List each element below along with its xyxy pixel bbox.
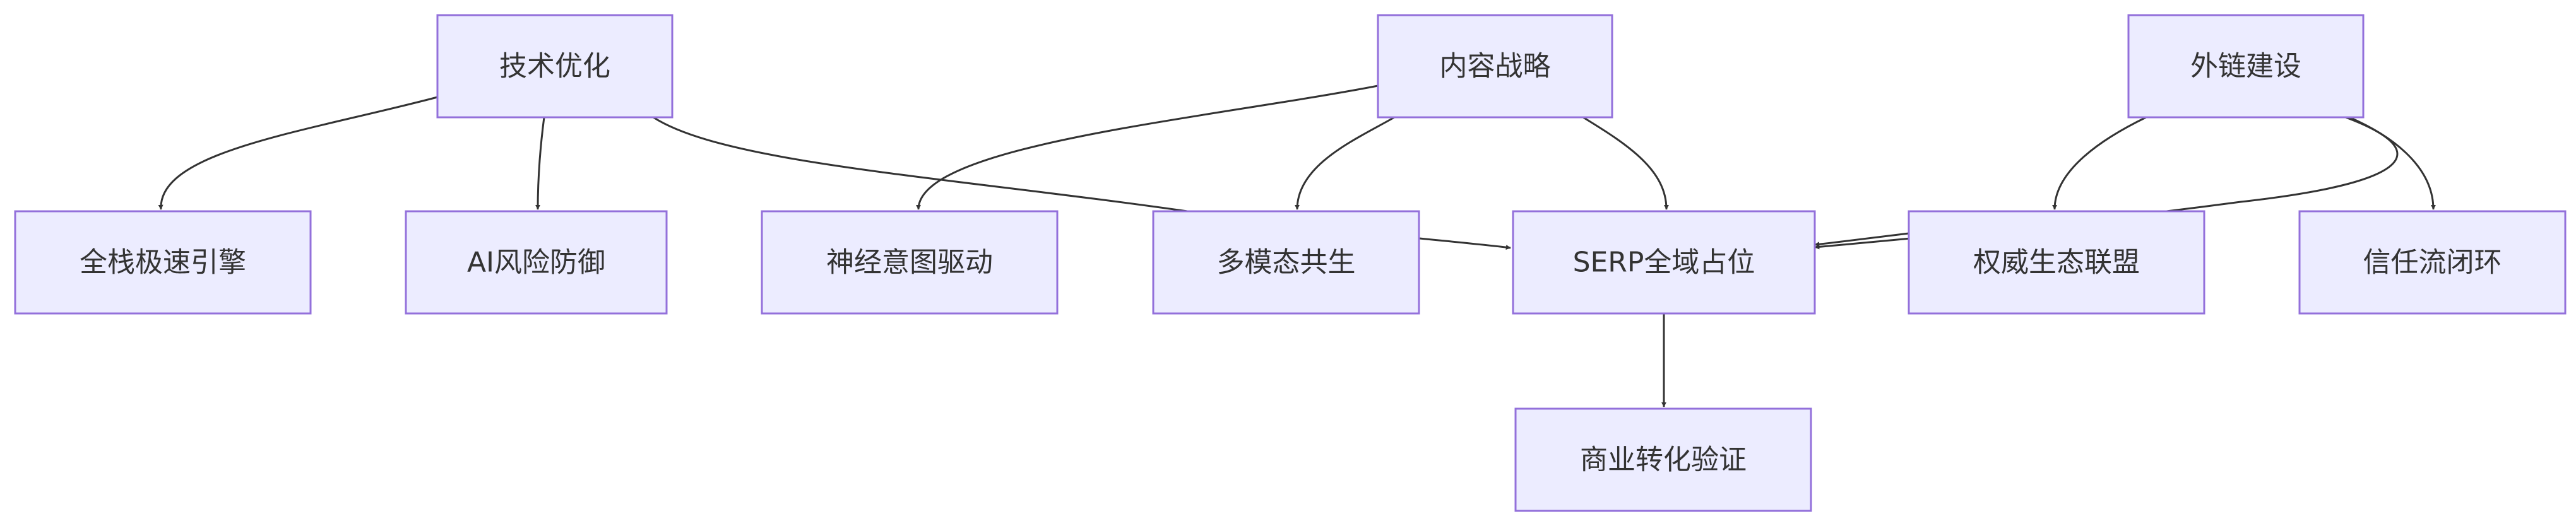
node-ai-risk-defense-label: AI风险防御 bbox=[467, 247, 605, 279]
edge-content-to-serp bbox=[1582, 116, 1669, 210]
node-serp-coverage: SERP全域占位 bbox=[1512, 210, 1816, 315]
node-fullstack-engine: 全栈极速引擎 bbox=[14, 210, 312, 315]
node-tech-optimization-label: 技术优化 bbox=[499, 50, 610, 83]
node-trust-loop: 信任流闭环 bbox=[2298, 210, 2567, 315]
node-content-strategy-label: 内容战略 bbox=[1440, 50, 1551, 83]
node-trust-loop-label: 信任流闭环 bbox=[2363, 247, 2502, 279]
node-fullstack-engine-label: 全栈极速引擎 bbox=[80, 247, 246, 279]
node-content-strategy: 内容战略 bbox=[1377, 14, 1613, 119]
node-multimodal-label: 多模态共生 bbox=[1217, 247, 1356, 279]
edge-multimodal-to-serp bbox=[1419, 237, 1511, 250]
node-conversion-validation: 商业转化验证 bbox=[1514, 407, 1812, 512]
node-link-building: 外链建设 bbox=[2127, 14, 2365, 119]
edge-tech-to-ai-risk bbox=[535, 117, 545, 210]
node-ai-risk-defense: AI风险防御 bbox=[405, 210, 668, 315]
node-authority-alliance-label: 权威生态联盟 bbox=[1973, 247, 2140, 279]
node-neural-intent-label: 神经意图驱动 bbox=[826, 247, 993, 279]
node-conversion-validation-label: 商业转化验证 bbox=[1580, 444, 1747, 476]
edge-links-to-trust bbox=[2349, 116, 2436, 210]
node-multimodal: 多模态共生 bbox=[1152, 210, 1420, 315]
node-neural-intent: 神经意图驱动 bbox=[761, 210, 1059, 315]
node-link-building-label: 外链建设 bbox=[2190, 50, 2301, 83]
node-serp-coverage-label: SERP全域占位 bbox=[1573, 247, 1755, 279]
edge-tech-to-serp bbox=[653, 116, 1197, 214]
edge-links-to-authority bbox=[2052, 116, 2147, 210]
node-tech-optimization: 技术优化 bbox=[436, 14, 674, 119]
edge-tech-to-fullstack bbox=[158, 96, 438, 210]
edge-content-to-neural bbox=[916, 85, 1379, 210]
edge-authority-to-serp bbox=[1814, 232, 1909, 247]
node-authority-alliance: 权威生态联盟 bbox=[1908, 210, 2205, 315]
edge-content-to-multimodal bbox=[1295, 116, 1395, 210]
